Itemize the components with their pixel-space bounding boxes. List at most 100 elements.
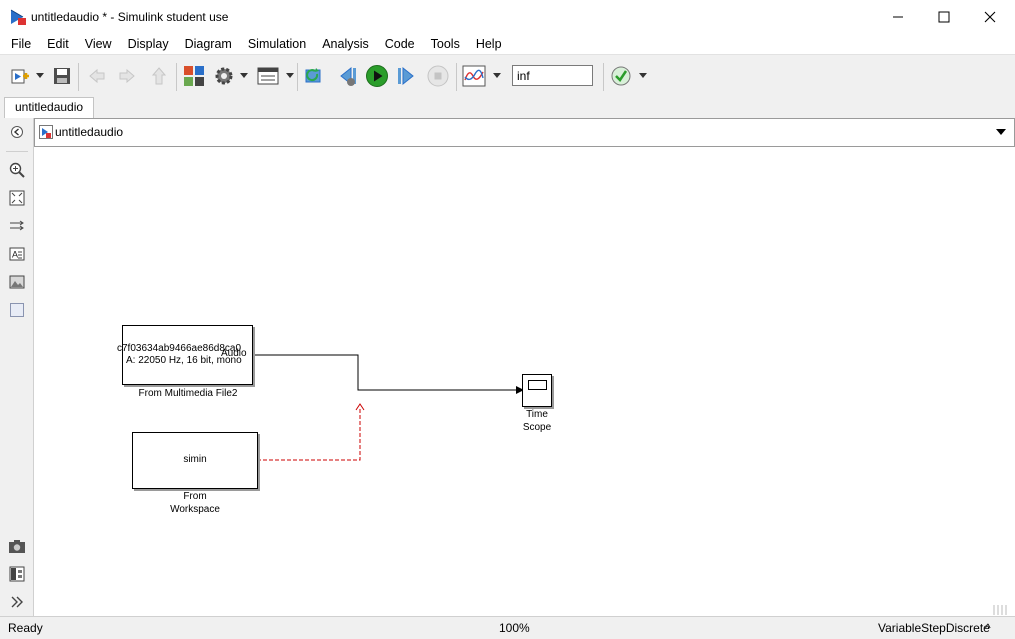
close-button[interactable] bbox=[967, 0, 1013, 34]
time-scope-block[interactable] bbox=[522, 374, 552, 407]
new-model-dropdown-icon[interactable] bbox=[36, 73, 44, 78]
model-canvas[interactable]: c7f03634ab9466ae86d8ca0 A: 22050 Hz, 16 … bbox=[35, 147, 1015, 616]
model-settings-dropdown-icon[interactable] bbox=[240, 73, 248, 78]
expand-palette-button[interactable] bbox=[8, 593, 26, 611]
library-browser-icon bbox=[184, 66, 204, 86]
minimize-button[interactable] bbox=[875, 0, 921, 34]
toolbar-separator bbox=[176, 63, 177, 91]
status-bar: Ready 100% VariableStepDiscrete ^ bbox=[0, 605, 1015, 639]
zoom-button[interactable] bbox=[8, 161, 26, 179]
new-model-button[interactable] bbox=[8, 64, 32, 88]
from-multimedia-file-label[interactable]: From Multimedia File2 bbox=[138, 388, 238, 399]
palette-separator bbox=[6, 151, 28, 152]
back-icon bbox=[89, 68, 105, 84]
double-chevron-right-icon bbox=[11, 596, 23, 608]
area-button[interactable] bbox=[8, 301, 26, 319]
menu-analysis[interactable]: Analysis bbox=[322, 37, 369, 51]
audio-port-label: Audio bbox=[221, 348, 247, 359]
text-annotation-icon: A bbox=[9, 247, 25, 261]
minimize-icon bbox=[893, 16, 903, 18]
toolbar-separator bbox=[603, 63, 604, 91]
maximize-button[interactable] bbox=[921, 0, 967, 34]
breadcrumb[interactable]: untitledaudio bbox=[55, 125, 124, 139]
forward-icon bbox=[119, 68, 135, 84]
unconnected-arrowhead bbox=[355, 403, 365, 411]
signal-lines bbox=[252, 354, 524, 461]
menu-simulation[interactable]: Simulation bbox=[247, 37, 307, 51]
toolbar-separator bbox=[78, 63, 79, 91]
refresh-icon bbox=[305, 68, 321, 83]
menu-display[interactable]: Display bbox=[127, 37, 169, 51]
back-button[interactable] bbox=[85, 64, 109, 88]
step-forward-icon bbox=[398, 66, 414, 86]
title-bar: untitledaudio * - Simulink student use bbox=[0, 0, 1015, 34]
toolbar-separator bbox=[297, 63, 298, 91]
step-back-button[interactable] bbox=[335, 64, 359, 88]
run-button[interactable] bbox=[365, 64, 389, 88]
menu-view[interactable]: View bbox=[84, 37, 112, 51]
model-settings-icon bbox=[215, 67, 233, 85]
model-icon bbox=[39, 125, 53, 139]
time-scope-label-line2[interactable]: Scope bbox=[522, 422, 552, 433]
new-model-icon bbox=[11, 69, 29, 84]
fit-to-view-button[interactable] bbox=[8, 189, 26, 207]
breadcrumb-dropdown-icon[interactable] bbox=[996, 129, 1006, 135]
unconnected-signal-line bbox=[257, 408, 361, 461]
from-multimedia-file-block[interactable]: c7f03634ab9466ae86d8ca0 A: 22050 Hz, 16 … bbox=[117, 325, 253, 385]
menu-edit[interactable]: Edit bbox=[47, 37, 69, 51]
model-explorer-dropdown-icon[interactable] bbox=[286, 73, 294, 78]
model-browser-button[interactable] bbox=[8, 565, 26, 583]
step-back-icon bbox=[340, 66, 356, 86]
stop-time-input[interactable] bbox=[512, 65, 593, 86]
simulation-data-button[interactable] bbox=[462, 64, 486, 88]
stop-button[interactable] bbox=[426, 64, 450, 88]
area-icon bbox=[10, 303, 24, 317]
annotation-button[interactable]: A bbox=[8, 245, 26, 263]
simulation-data-dropdown-icon[interactable] bbox=[493, 73, 501, 78]
resize-grip-icon[interactable] bbox=[993, 605, 1009, 615]
forward-button[interactable] bbox=[115, 64, 139, 88]
menu-code[interactable]: Code bbox=[384, 37, 415, 51]
solver-caret-icon: ^ bbox=[985, 621, 991, 635]
zoom-level: 100% bbox=[499, 621, 530, 635]
hide-show-arrows-button[interactable] bbox=[8, 217, 26, 235]
from-workspace-label-line2[interactable]: Workspace bbox=[170, 504, 220, 515]
model-explorer-button[interactable] bbox=[256, 64, 280, 88]
collapse-browser-icon bbox=[11, 126, 23, 138]
left-palette: A bbox=[0, 118, 34, 616]
update-diagram-button[interactable] bbox=[303, 64, 327, 88]
up-button[interactable] bbox=[147, 64, 171, 88]
up-icon bbox=[151, 67, 167, 85]
toolbar bbox=[0, 54, 1015, 97]
signal-arrowhead bbox=[516, 386, 524, 394]
menu-help[interactable]: Help bbox=[475, 37, 502, 51]
window-title: untitledaudio * - Simulink student use bbox=[31, 10, 229, 24]
save-icon bbox=[54, 68, 70, 84]
time-scope-label-line1[interactable]: Time bbox=[526, 409, 548, 420]
model-browser-icon bbox=[9, 566, 25, 582]
menu-bar: File Edit View Display Diagram Simulatio… bbox=[0, 34, 1015, 54]
model-settings-button[interactable] bbox=[212, 64, 236, 88]
tab-untitledaudio[interactable]: untitledaudio bbox=[4, 97, 95, 118]
step-forward-button[interactable] bbox=[395, 64, 419, 88]
snapshot-button[interactable] bbox=[8, 537, 26, 555]
maximize-icon bbox=[938, 11, 950, 23]
camera-icon bbox=[9, 540, 25, 553]
menu-diagram[interactable]: Diagram bbox=[184, 37, 232, 51]
model-advisor-button[interactable] bbox=[609, 64, 633, 88]
hide-browser-button[interactable] bbox=[8, 123, 26, 141]
image-icon bbox=[9, 275, 25, 289]
menu-file[interactable]: File bbox=[11, 37, 32, 51]
from-workspace-block[interactable]: simin bbox=[132, 432, 258, 489]
model-advisor-dropdown-icon[interactable] bbox=[639, 73, 647, 78]
image-button[interactable] bbox=[8, 273, 26, 291]
signal-line-audio-to-scope bbox=[252, 354, 516, 391]
solver-name[interactable]: VariableStepDiscrete bbox=[878, 621, 990, 635]
status-text: Ready bbox=[8, 621, 43, 635]
save-button[interactable] bbox=[50, 64, 74, 88]
library-browser-button[interactable] bbox=[182, 64, 206, 88]
from-workspace-label-line1[interactable]: From bbox=[183, 491, 207, 502]
model-explorer-icon bbox=[257, 67, 279, 85]
menu-tools[interactable]: Tools bbox=[430, 37, 460, 51]
toolbar-separator bbox=[456, 63, 457, 91]
